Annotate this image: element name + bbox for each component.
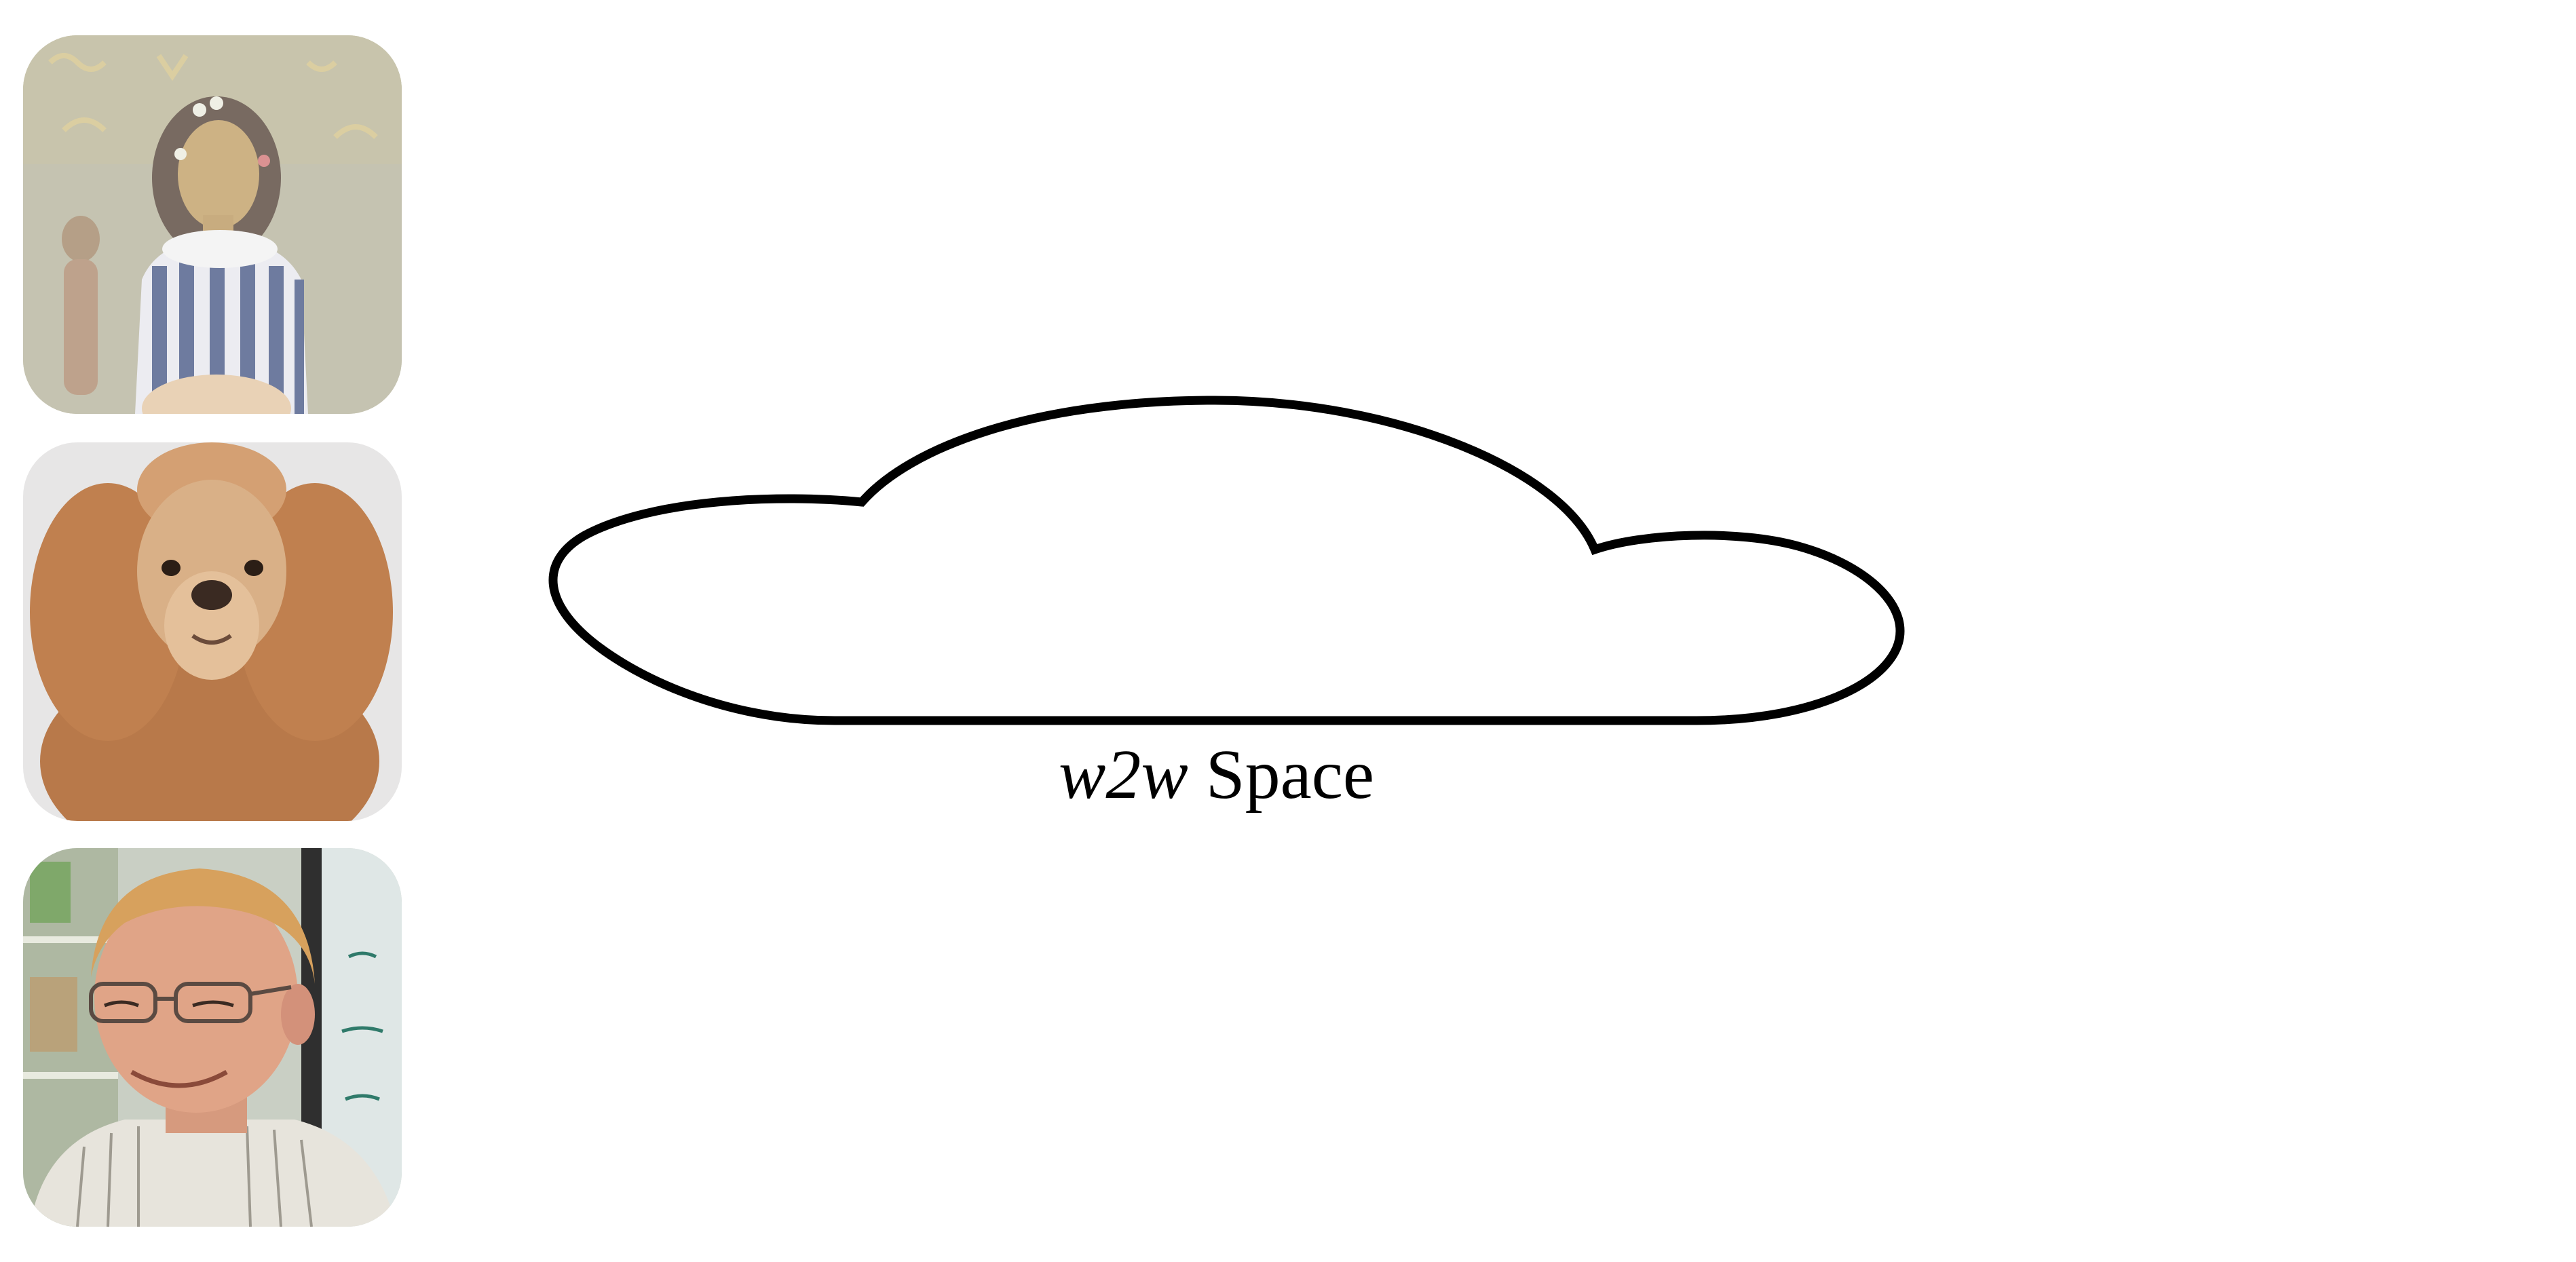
poodle-portrait-thumbnail <box>23 442 402 821</box>
man-portrait-thumbnail <box>23 848 402 1227</box>
space-label-variable: w2w <box>1059 735 1188 814</box>
cloud-outline <box>548 396 1905 725</box>
man-image <box>23 848 402 1227</box>
painting-image <box>23 35 402 414</box>
painting-portrait-thumbnail <box>23 35 402 414</box>
space-label-text: Space <box>1188 735 1375 814</box>
poodle-image <box>23 442 402 821</box>
space-label: w2w Space <box>1059 734 1398 816</box>
